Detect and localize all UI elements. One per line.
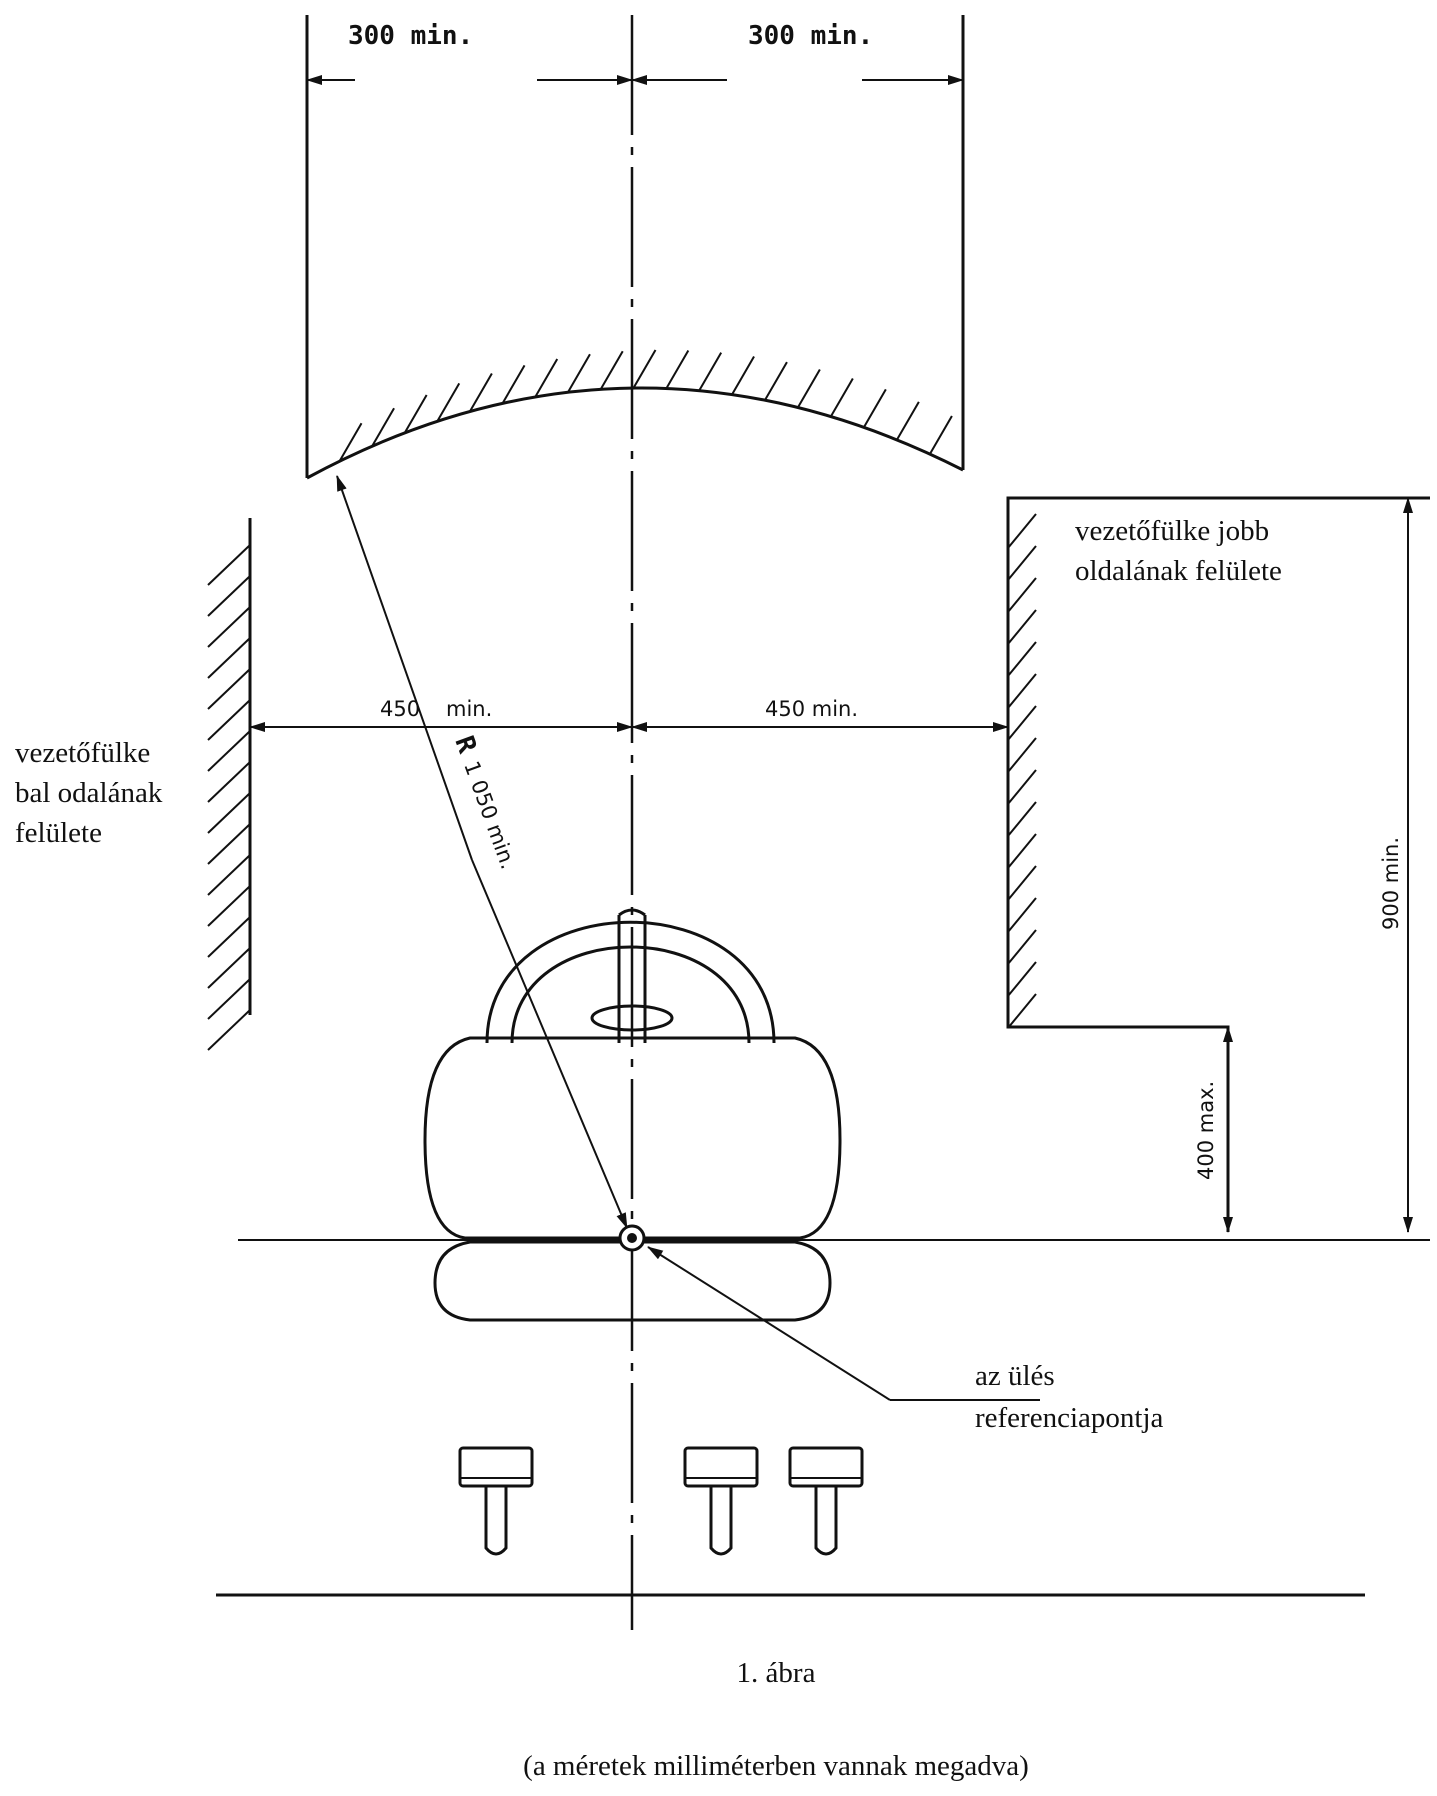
arc-hatching [338, 349, 953, 462]
seat-reference-label-2: referenciapontja [975, 1402, 1164, 1434]
pedal-left [458, 1446, 534, 1556]
radius-dimension: R 1 050 min. [336, 475, 628, 1229]
right-surface-label-1: vezetőfülke jobb [1075, 515, 1269, 547]
pedal-middle [683, 1446, 759, 1556]
right-wall-hatching [1007, 513, 1037, 1029]
dimension-900: 900 min. [1379, 497, 1413, 1233]
dimension-300-left-text: 300 min. [348, 21, 473, 51]
steering-wheel [485, 908, 776, 1044]
radius-text: 1 050 min. [459, 758, 520, 872]
radius-prefix: R [448, 732, 482, 757]
left-surface-label-2: bal odalának [15, 777, 163, 809]
dimension-400: 400 max. [1194, 1026, 1233, 1233]
dimension-450-left: 450 min. [249, 697, 633, 732]
seat-backrest [423, 1036, 842, 1240]
right-surface-label-2: oldalának felülete [1075, 555, 1282, 587]
left-wall-hatching [207, 544, 251, 1051]
left-surface-label-1: vezetőfülke [15, 737, 150, 769]
dimension-450-right-text: 450 min. [765, 697, 858, 721]
seat-cushion [433, 1240, 832, 1322]
left-surface-label-3: felülete [15, 817, 102, 849]
right-wall [1006, 496, 1430, 1232]
dimension-400-text: 400 max. [1194, 1081, 1218, 1180]
dimension-450-left-text: 450 [380, 697, 420, 721]
top-clearance-arc [306, 386, 964, 480]
seat-reference-label-1: az ülés [975, 1360, 1055, 1392]
pedal-right [788, 1446, 864, 1556]
dimension-450-left-suffix: min. [446, 697, 492, 721]
dimension-450-right: 450 min. [631, 697, 1009, 732]
seat-reference-leader [647, 1246, 1040, 1401]
figure-caption: 1. ábra [737, 1657, 816, 1689]
dimension-900-text: 900 min. [1379, 837, 1403, 930]
dimension-300-right-text: 300 min. [748, 21, 873, 51]
dimension-300-left: 300 min. [306, 21, 633, 85]
units-note: (a méretek milliméterben vannak megadva) [523, 1750, 1029, 1782]
dimension-300-right: 300 min. [631, 21, 964, 85]
seat-reference-point [618, 1224, 646, 1252]
